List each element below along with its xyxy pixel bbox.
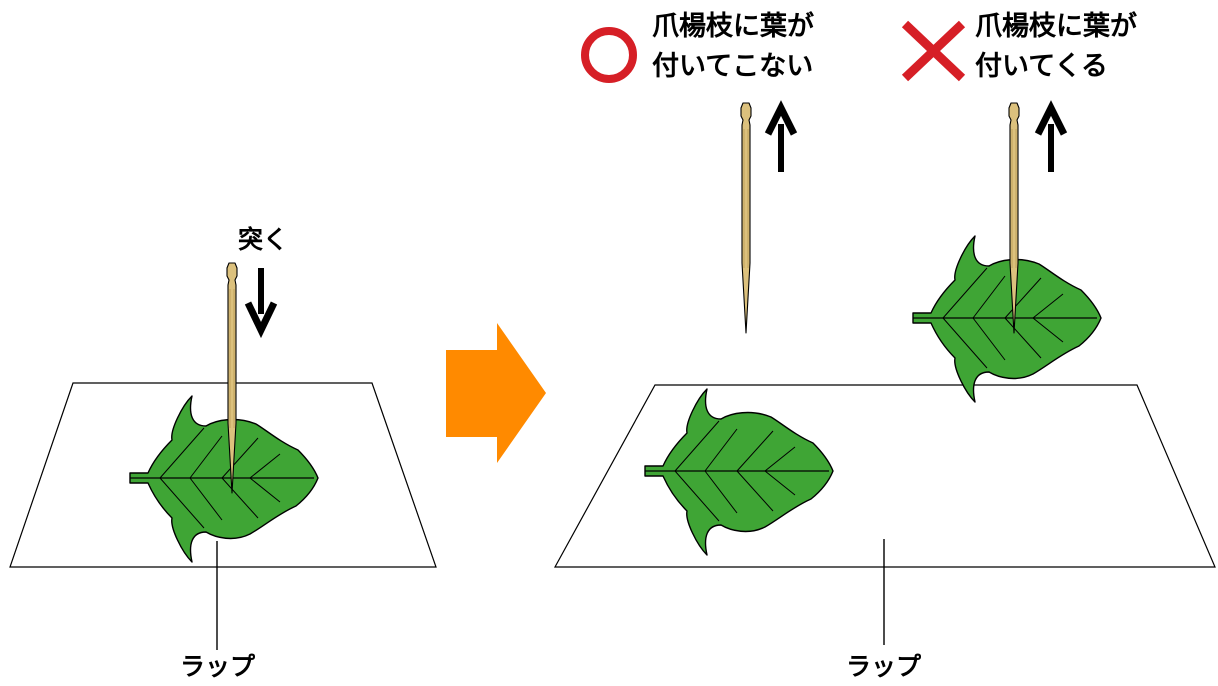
- left-panel: [9, 262, 437, 650]
- good-result-line1: 爪楊枝に葉が: [652, 11, 814, 42]
- wrap-label-left: ラップ: [180, 652, 256, 681]
- cross-icon: [901, 20, 966, 82]
- right-panel: [553, 20, 1216, 645]
- good-result-line2: 付いてこない: [652, 51, 814, 82]
- wrap-label-right: ラップ: [846, 652, 922, 681]
- poke-label: 突く: [238, 225, 289, 254]
- up-arrow-icon: [764, 100, 798, 172]
- circle-icon: [581, 27, 637, 83]
- bad-result-line1: 爪楊枝に葉が: [975, 11, 1137, 42]
- up-arrow-icon: [1034, 100, 1068, 172]
- right-arrow-icon: [446, 323, 546, 463]
- toothpick-clean: [740, 102, 752, 334]
- down-arrow-icon: [244, 268, 278, 339]
- bad-result-line2: 付いてくる: [975, 51, 1108, 82]
- leaf-stuck: [912, 235, 1102, 403]
